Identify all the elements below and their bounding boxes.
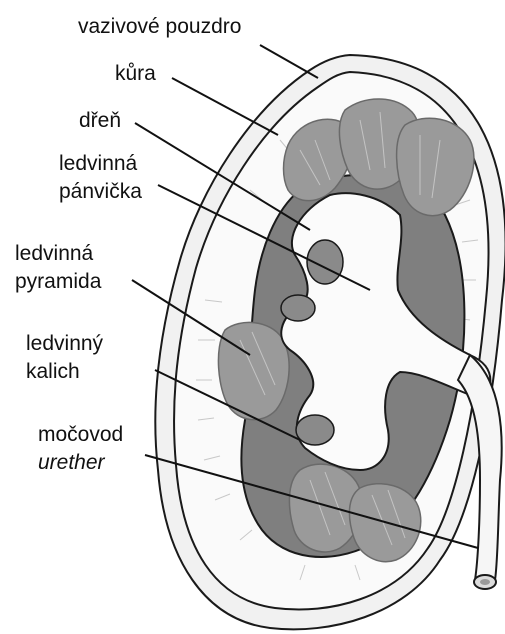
leader-capsule (260, 45, 318, 78)
calyx-middle (281, 295, 315, 321)
label-pelvis-2: pánvička (59, 180, 142, 203)
label-ureter-2: urether (38, 451, 106, 474)
label-ureter-1: močovod (38, 423, 123, 446)
label-pyramid-1: ledvinná (15, 242, 94, 265)
label-pyramid-2: pyramida (15, 270, 102, 293)
label-capsule: vazivové pouzdro (78, 15, 241, 38)
label-pelvis-1: ledvinná (59, 152, 138, 175)
label-cortex: kůra (115, 62, 156, 85)
calyx-lower (296, 415, 334, 445)
label-calyx-1: ledvinný (26, 332, 104, 355)
label-medulla: dřeň (79, 109, 121, 132)
ureter-lumen (480, 579, 490, 585)
label-calyx-2: kalich (26, 360, 80, 383)
leader-cortex (172, 78, 278, 135)
